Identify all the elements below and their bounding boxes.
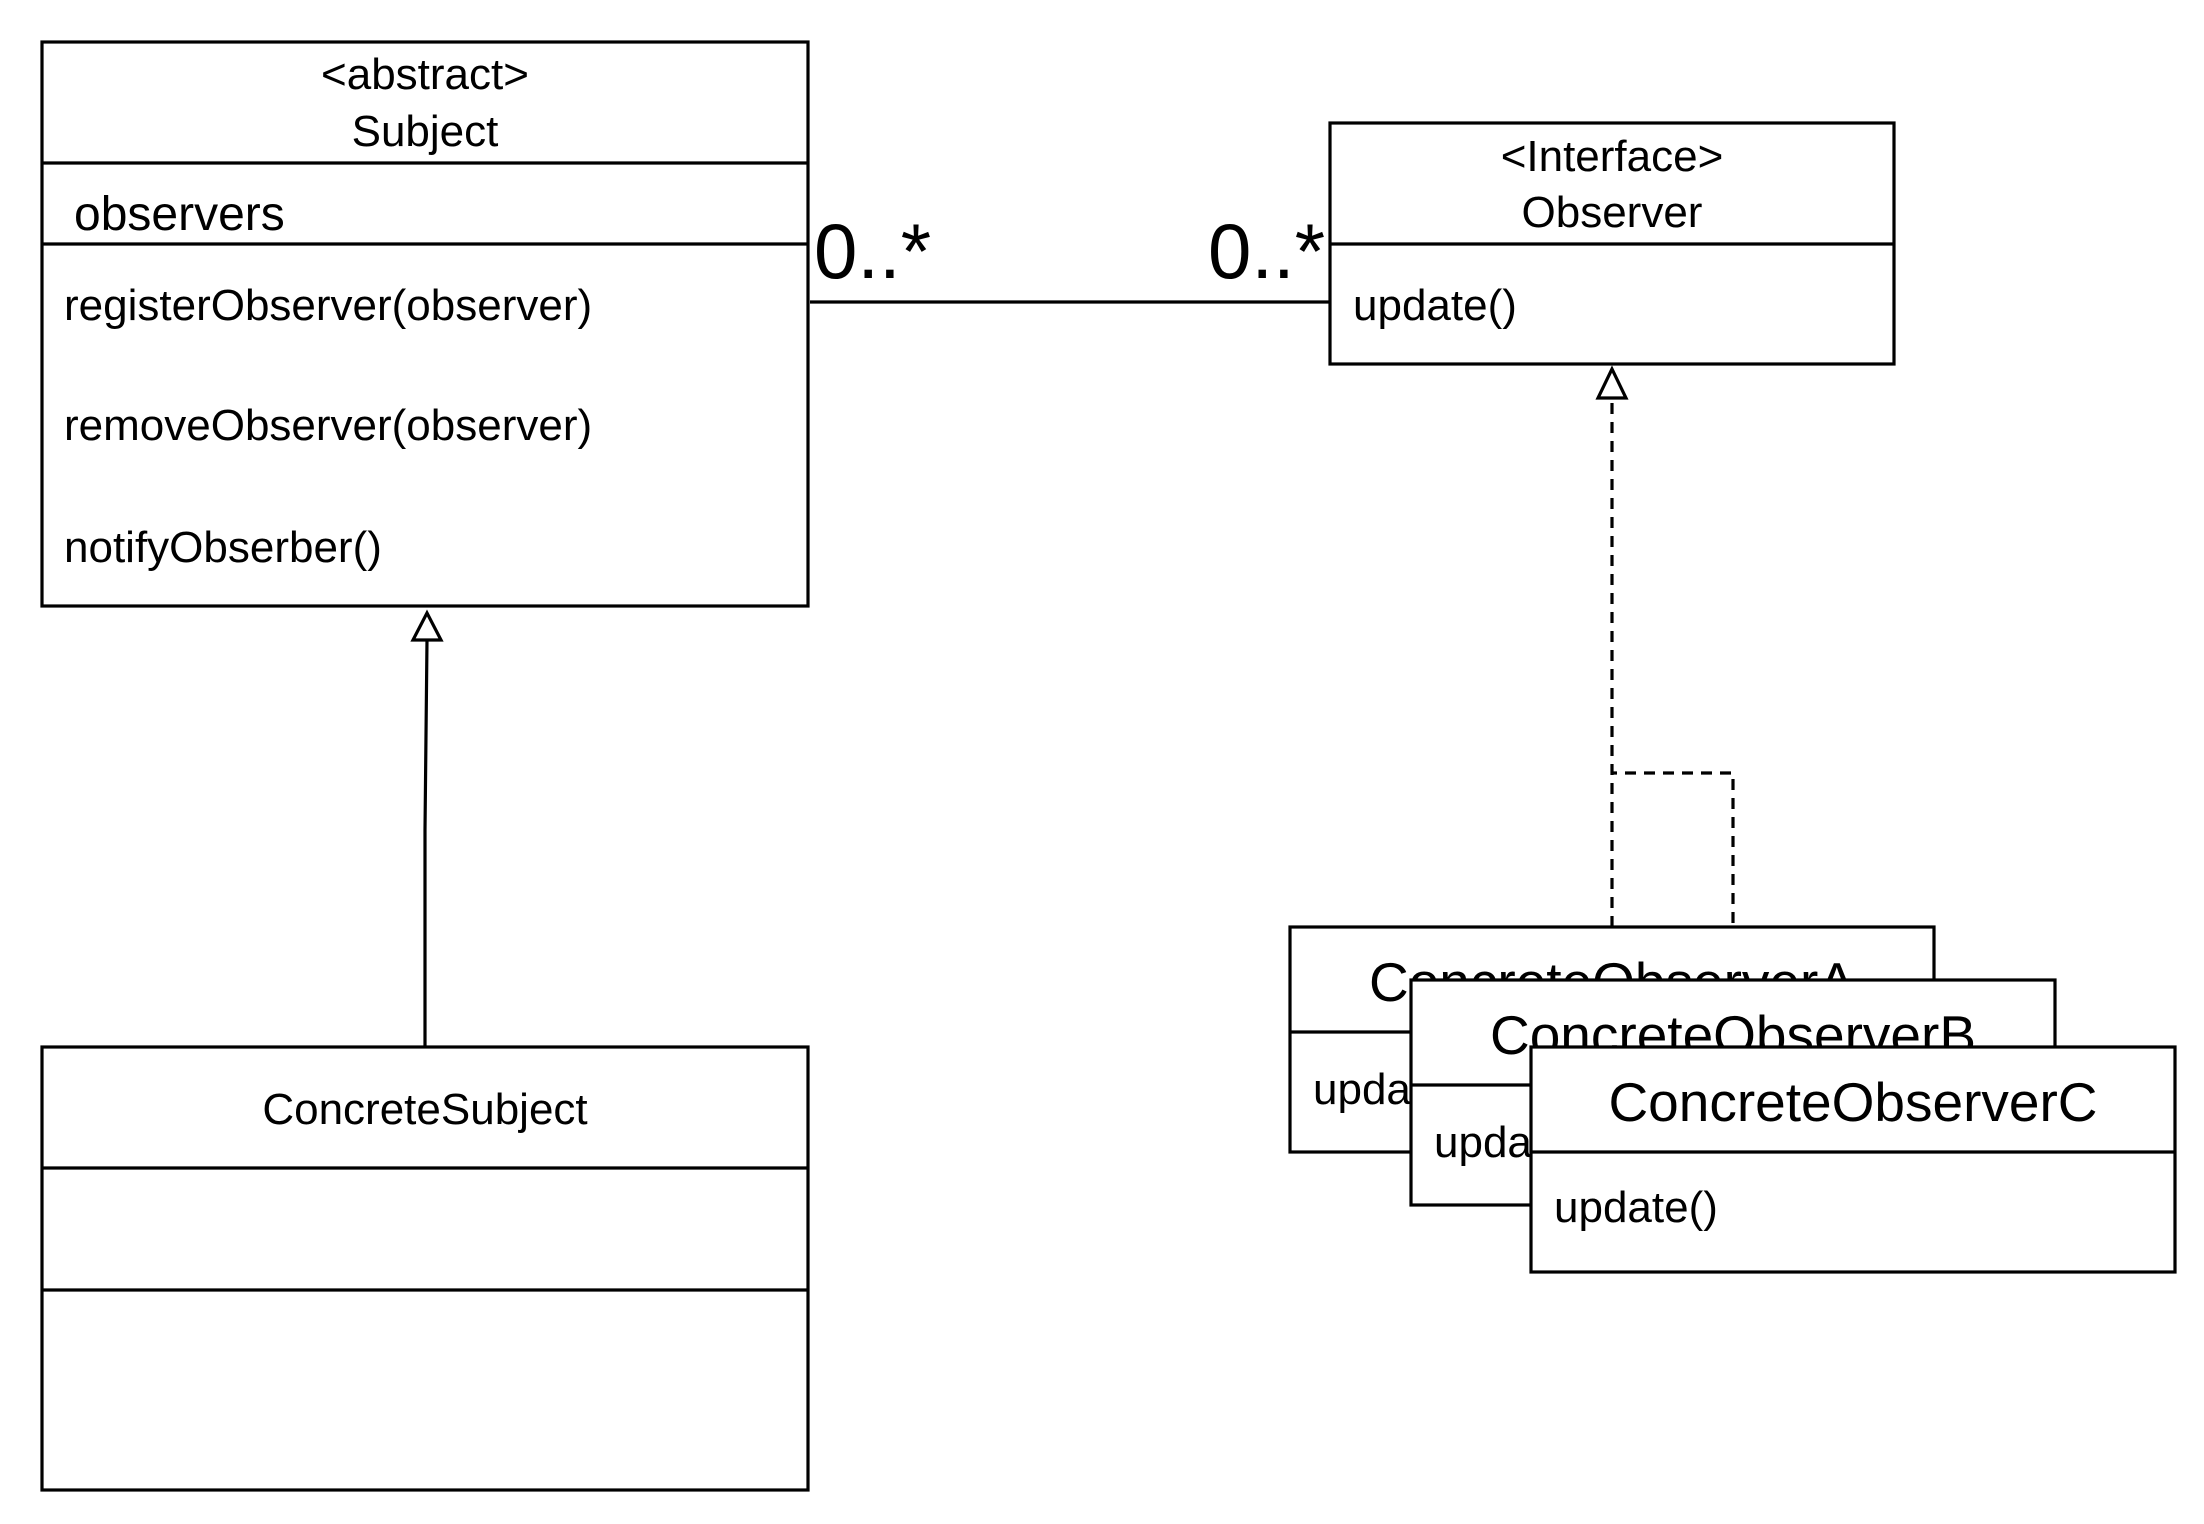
observer-multiplicity: 0..* (1208, 207, 1325, 295)
class-concrete-subject[interactable]: ConcreteSubject (40, 1045, 810, 1492)
class-subject[interactable]: <abstract> Subject observers registerObs… (40, 40, 810, 608)
concrete-subject-name: ConcreteSubject (262, 1085, 587, 1134)
class-concrete-observer-c[interactable]: ConcreteObserverC update() (1529, 1045, 2177, 1274)
subject-attribute: observers (74, 188, 285, 241)
observer-stereotype: <Interface> (1501, 132, 1724, 181)
realization-arrowhead (1595, 365, 1629, 400)
subject-method: registerObserver(observer) (64, 281, 592, 330)
observer-name: Observer (1522, 188, 1703, 237)
generalization-arrowhead (410, 609, 444, 642)
observer-method: update() (1353, 281, 1517, 330)
subject-multiplicity: 0..* (814, 207, 931, 295)
subject-stereotype: <abstract> (321, 50, 529, 99)
concrete-observer-c-name: ConcreteObserverC (1608, 1071, 2097, 1133)
subject-name: Subject (352, 107, 499, 156)
class-observer[interactable]: <Interface> Observer update() (1328, 121, 1896, 366)
concrete-observer-c-method: update() (1554, 1183, 1718, 1232)
generalization-edge[interactable] (423, 639, 429, 1047)
subject-method: removeObserver(observer) (64, 401, 592, 450)
subject-method: notifyObserber() (64, 523, 382, 572)
realization-edge-branch[interactable] (1612, 771, 1735, 980)
